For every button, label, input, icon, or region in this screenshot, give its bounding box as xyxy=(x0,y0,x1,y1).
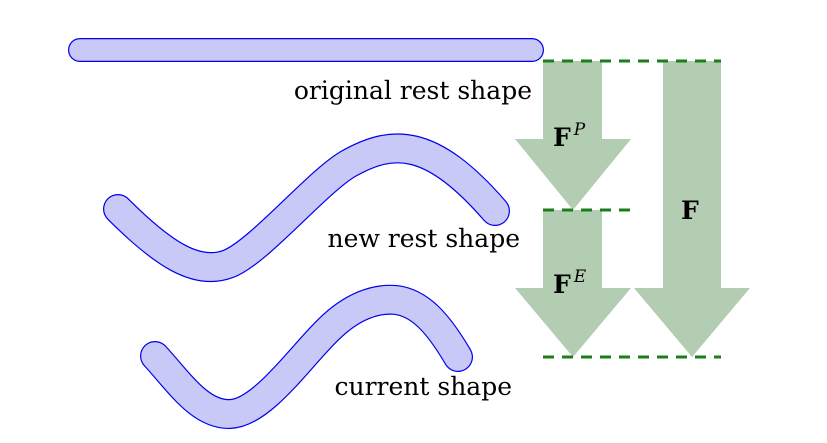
plastic-superscript: P xyxy=(573,120,586,140)
elastic-superscript: E xyxy=(573,267,587,287)
new-rest-shape-label: new rest shape xyxy=(328,224,520,253)
new-rest-rod-fill xyxy=(104,134,509,281)
original-rest-shape-label: original rest shape xyxy=(294,76,532,105)
elastic-symbol: F xyxy=(553,270,571,299)
current-shape-label: current shape xyxy=(334,372,512,401)
current-rod-fill xyxy=(141,285,472,428)
total-deformation-arrow xyxy=(634,61,750,357)
total-deformation-label: F xyxy=(681,196,699,225)
plastic-deformation-arrow xyxy=(515,61,631,210)
current-shape xyxy=(140,284,473,429)
new-rest-shape xyxy=(103,133,510,283)
plastic-symbol: F xyxy=(553,123,571,152)
elastic-deformation-arrow xyxy=(515,210,631,357)
